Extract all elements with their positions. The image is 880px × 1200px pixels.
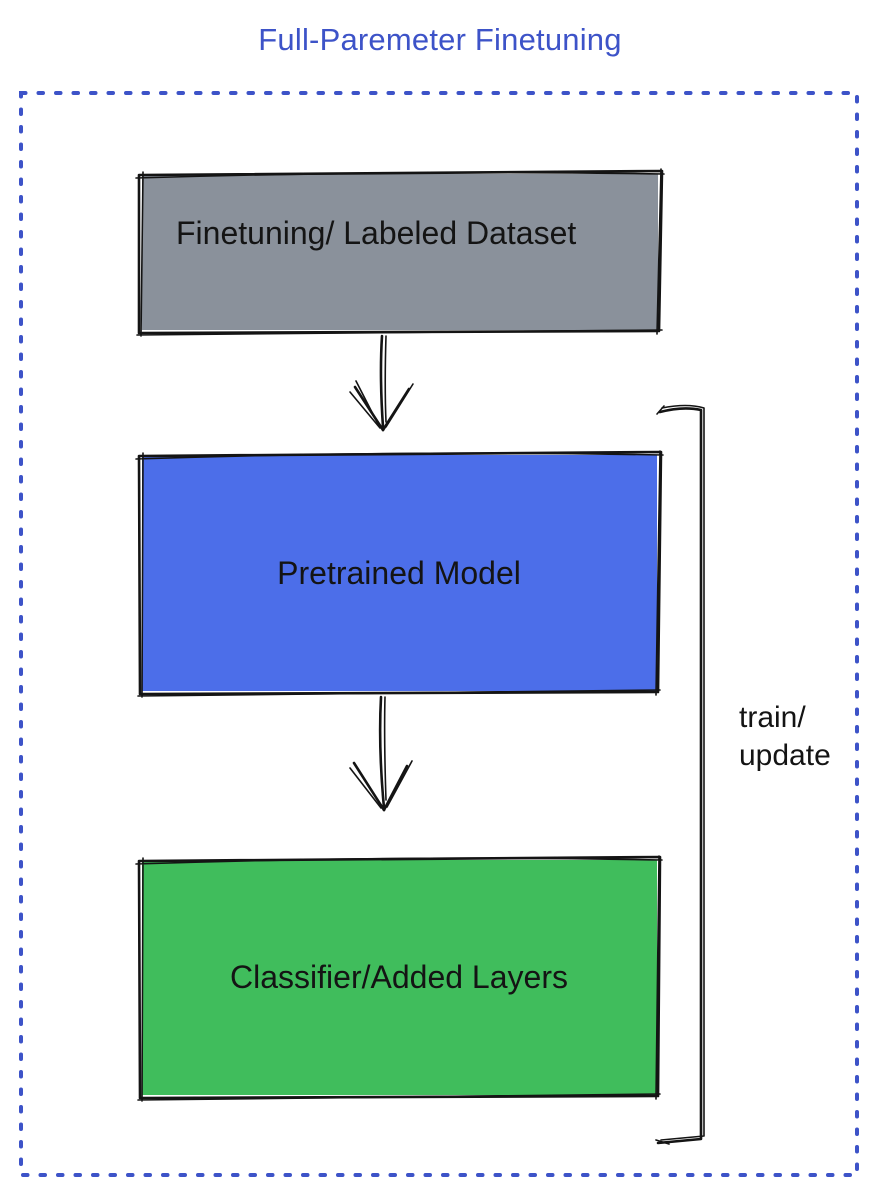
diagram-title: Full-Paremeter Finetuning bbox=[258, 22, 622, 57]
train-update-bracket bbox=[655, 404, 705, 1145]
down-arrow-1 bbox=[349, 334, 414, 432]
dataset-box bbox=[135, 168, 665, 337]
pretrained-model-box-label: Pretrained Model bbox=[277, 555, 521, 591]
train-update-label: train/ update bbox=[739, 701, 831, 772]
dataset-box-label: Finetuning/ Labeled Dataset bbox=[176, 215, 577, 251]
classifier-box-label: Classifier/Added Layers bbox=[230, 959, 568, 995]
classifier-box bbox=[135, 855, 663, 1102]
down-arrow-2 bbox=[349, 695, 413, 812]
pretrained-model-box bbox=[135, 450, 664, 698]
dotted-boundary bbox=[19, 91, 859, 1177]
